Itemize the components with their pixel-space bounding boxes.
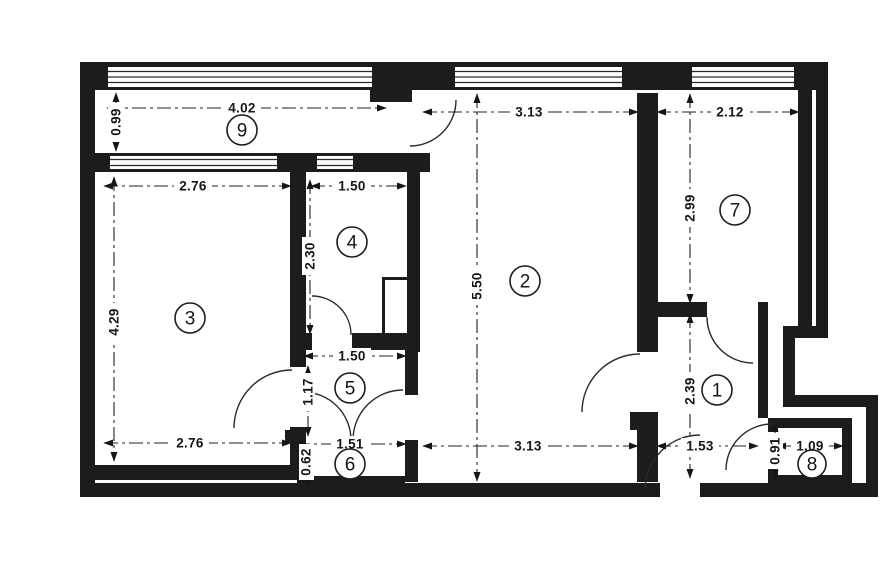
room-9-circle (226, 114, 258, 146)
room-3-circle (174, 302, 206, 334)
balcony-parapet (95, 153, 430, 172)
room-7-number: 7 (730, 201, 741, 222)
room-4-circle (336, 226, 368, 258)
dim-room6-width: 1.51 (336, 437, 364, 452)
door-room8 (725, 423, 773, 471)
room-8-number: 8 (807, 455, 818, 476)
room-labels: 1 2 3 4 5 6 7 8 9 (174, 114, 827, 480)
room-2-circle (509, 265, 541, 297)
room-1-number: 1 (712, 381, 723, 402)
dimension-labels: 4.02 0.99 2.76 1.50 3.13 2.12 2.99 5.50 … (106, 100, 829, 480)
dim-room3-width-top: 2.76 (179, 179, 207, 194)
dim-room4-height: 2.30 (303, 242, 318, 269)
dim-room7-height: 2.99 (683, 194, 698, 221)
dim-room3-height: 4.29 (107, 308, 122, 335)
door-room7 (706, 316, 754, 364)
room-6-number: 6 (345, 455, 356, 476)
doors (233, 99, 773, 491)
room-9-number: 9 (237, 121, 248, 142)
dim-room4-width-top: 1.50 (338, 179, 365, 194)
door-room4 (311, 295, 352, 336)
dim-hall1-height: 2.39 (683, 377, 698, 404)
dim-room8-width: 1.09 (796, 439, 823, 454)
room-7-circle (719, 194, 751, 226)
room-8-circle (797, 449, 827, 479)
dim-hall5-height: 1.17 (301, 378, 316, 405)
window-room7 (692, 67, 794, 87)
door-room3 (233, 369, 293, 429)
dim-room8-height: 0.91 (768, 437, 783, 465)
dim-room2-width-bottom: 3.13 (514, 439, 542, 454)
room-5-circle (334, 372, 366, 404)
room-3-number: 3 (185, 309, 196, 330)
room-6-circle (334, 448, 366, 480)
dim-room6-height: 0.62 (299, 448, 314, 475)
room-5-number: 5 (345, 379, 356, 400)
dim-room7-width: 2.12 (716, 105, 743, 120)
dim-room2-width-top: 3.13 (515, 105, 543, 120)
dim-balcony-depth: 0.99 (109, 108, 124, 135)
dim-balcony-width: 4.02 (228, 101, 255, 116)
room-4-number: 4 (347, 233, 358, 254)
door-hall5-right (352, 389, 404, 441)
duct-chase (382, 277, 409, 335)
dim-room2-height: 5.50 (470, 272, 485, 299)
window-balcony (108, 67, 372, 87)
dim-hall5-width: 1.50 (338, 349, 365, 364)
room-1-circle (701, 374, 733, 406)
dim-room3-width-bottom: 2.76 (176, 436, 204, 451)
door-room2 (581, 353, 641, 413)
window-room2 (455, 67, 622, 87)
room-2-number: 2 (520, 272, 531, 293)
door-balcony (409, 99, 457, 147)
dim-hall1-width: 1.53 (686, 439, 714, 454)
